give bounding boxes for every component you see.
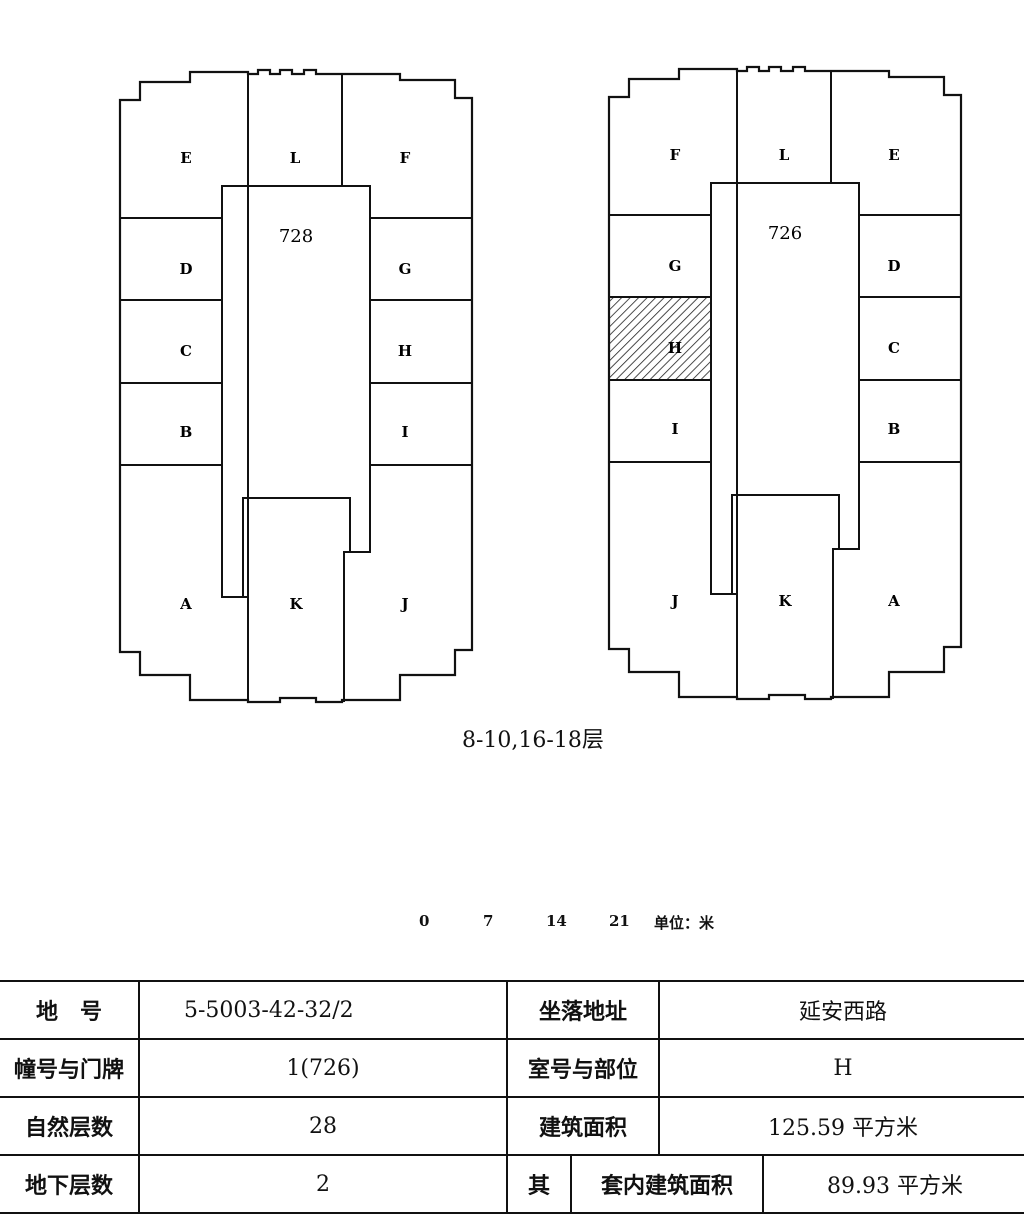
scale-tick-label: 14 — [546, 912, 567, 930]
floors-label: 自然层数 — [0, 1096, 140, 1156]
unit-label: I — [671, 420, 678, 438]
unit-label: B — [888, 420, 901, 438]
unit-label: C — [888, 339, 900, 357]
room-value: H — [658, 1038, 1024, 1098]
scale-tick-label: 21 — [609, 912, 630, 930]
building-outline — [607, 65, 963, 701]
unit-label: H — [398, 342, 412, 360]
room-label: 室号与部位 — [506, 1038, 660, 1098]
underground-value: 2 — [138, 1154, 508, 1214]
building-plan-728: E L F D G C H B I A K J 728 — [118, 68, 474, 704]
land-no-value: 5-5003-42-32/2 — [138, 980, 508, 1040]
unit-label: F — [400, 149, 411, 167]
wall-line — [710, 182, 860, 595]
inner-area-value: 89.93 平方米 — [762, 1154, 1024, 1214]
floor-plan-drawing: E L F D G C H B I A K J 728 F L E G D H C I B J K A 726 — [118, 65, 963, 704]
unit-label: I — [401, 423, 408, 441]
unit-label: K — [289, 595, 303, 613]
unit-label: L — [290, 149, 301, 167]
unit-label: F — [670, 146, 681, 164]
unit-label: D — [179, 260, 192, 278]
building-number: 728 — [279, 226, 313, 247]
unit-label: A — [887, 592, 900, 610]
unit-label: C — [180, 342, 192, 360]
building-label: 幢号与门牌 — [0, 1038, 140, 1098]
building-outline — [118, 68, 474, 704]
unit-label: E — [888, 146, 899, 164]
address-value: 延安西路 — [658, 980, 1024, 1040]
unit-label: H — [668, 339, 682, 357]
building-plan-726: F L E G D H C I B J K A 726 — [607, 65, 963, 701]
wall-line — [832, 548, 839, 699]
unit-label: A — [179, 595, 192, 613]
floors-caption: 8-10,16-18层 — [462, 728, 604, 753]
unit-label: G — [399, 260, 412, 278]
table-row: 自然层数 28 建筑面积 125.59 平方米 — [0, 1096, 1024, 1156]
area-value: 125.59 平方米 — [658, 1096, 1024, 1156]
wall-line — [343, 551, 350, 702]
building-number: 726 — [768, 223, 802, 244]
area-label: 建筑面积 — [506, 1096, 660, 1156]
table-row: 幢号与门牌 1(726) 室号与部位 H — [0, 1038, 1024, 1098]
inner-area-label: 套内建筑面积 — [570, 1154, 764, 1214]
unit-label: J — [399, 595, 408, 613]
unit-label: B — [180, 423, 193, 441]
unit-label: J — [669, 592, 678, 610]
property-info-table: 地 号 5-5003-42-32/2 坐落地址 延安西路 幢号与门牌 1(726… — [0, 980, 1024, 1214]
scale-tick-label: 7 — [483, 912, 494, 930]
highlighted-unit — [609, 297, 711, 380]
scale-unit: 单位：米 — [654, 914, 715, 932]
unit-label: E — [180, 149, 191, 167]
unit-label: K — [778, 592, 792, 610]
unit-label: D — [887, 257, 900, 275]
table-row: 地 号 5-5003-42-32/2 坐落地址 延安西路 — [0, 980, 1024, 1040]
of-which-label: 其 — [506, 1154, 572, 1214]
underground-label: 地下层数 — [0, 1154, 140, 1214]
scale-tick-label: 0 — [419, 912, 430, 930]
floors-value: 28 — [138, 1096, 508, 1156]
table-row: 地下层数 2 其 套内建筑面积 89.93 平方米 — [0, 1154, 1024, 1214]
address-label: 坐落地址 — [506, 980, 660, 1040]
unit-label: L — [779, 146, 790, 164]
wall-line — [221, 185, 371, 598]
land-no-label: 地 号 — [0, 980, 140, 1040]
unit-label: G — [669, 257, 682, 275]
building-value: 1(726) — [138, 1038, 508, 1098]
